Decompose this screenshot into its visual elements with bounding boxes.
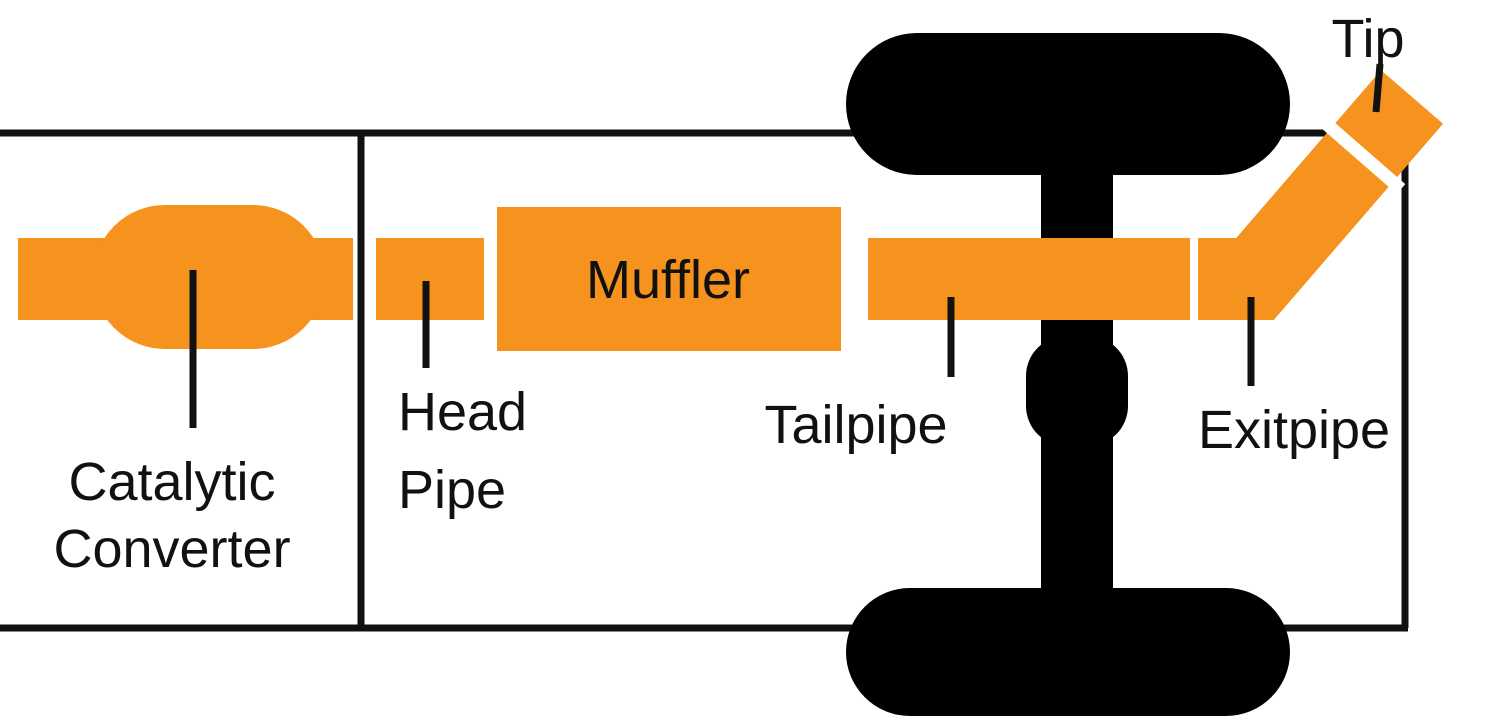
tailpipe <box>868 238 1190 320</box>
tip-label: Tip <box>1331 9 1404 69</box>
catalytic-converter-label-line2: Converter <box>53 519 290 579</box>
exitpipe-tip-gap <box>1318 116 1406 194</box>
tailpipe-label: Tailpipe <box>764 395 947 455</box>
muffler <box>497 207 841 351</box>
head-pipe <box>376 238 484 320</box>
catalytic-converter <box>93 205 325 349</box>
catalytic-converter-label-line1: Catalytic <box>68 452 275 512</box>
tip-leader-line <box>1372 63 1384 113</box>
muffler-label: Muffler <box>586 250 750 310</box>
exitpipe-label: Exitpipe <box>1198 400 1390 460</box>
differential <box>1026 336 1128 446</box>
head-pipe-label-line2: Pipe <box>398 460 506 520</box>
head-pipe-label-line1: Head <box>398 382 527 442</box>
